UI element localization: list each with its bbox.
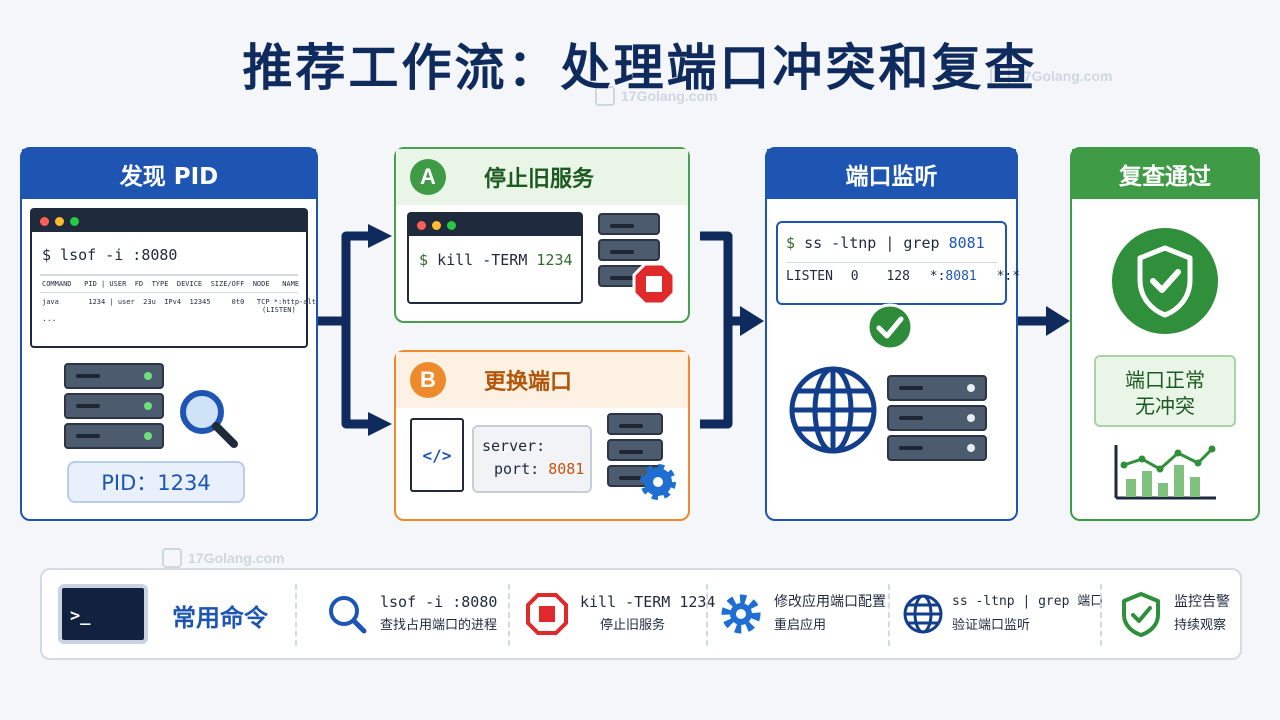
watermark: 17Golang.com — [162, 548, 284, 568]
step-discover-pid-header: 发现 PID — [22, 149, 316, 199]
terminal-titlebar — [409, 214, 581, 236]
lsof-command: $ lsof -i :8080 — [42, 246, 178, 264]
arrowhead — [1046, 306, 1070, 336]
legend-config-line1: 修改应用端口配置 — [774, 594, 886, 610]
ss-output-line: LISTEN 0 128 *:8081 *:* — [778, 263, 1020, 284]
kill-pid: 1234 — [536, 251, 573, 269]
gear-icon — [640, 464, 676, 500]
kill-prompt: $ — [419, 251, 429, 269]
page-title: 推荐工作流：处理端口冲突和复查 — [242, 39, 1038, 97]
kill-command-text: kill -TERM — [437, 251, 528, 269]
legend-divider — [888, 584, 890, 646]
ss-terminal: $ ss -ltnp | grep 8081 LISTEN 0 128 *:80… — [776, 221, 1020, 305]
legend-lsof-desc: 查找占用端口的进程 — [380, 618, 498, 633]
server-rack-icon — [64, 363, 164, 453]
config-key-server: server: — [482, 437, 546, 455]
lsof-ellipsis: ... — [42, 314, 57, 323]
step-port-listen-header: 端口监听 — [767, 149, 1016, 199]
legend-divider — [508, 584, 510, 646]
ss-command: $ ss -ltnp | grep 8081 — [778, 223, 1005, 252]
code-file-icon: </> — [410, 418, 464, 492]
legend-item-kill: kill -TERM 1234 停止旧服务 — [526, 570, 715, 658]
legend-divider — [1100, 584, 1102, 646]
ss-out-state: LISTEN — [786, 269, 833, 284]
arrowhead — [368, 224, 392, 248]
legend-kill-desc: 停止旧服务 — [600, 618, 666, 633]
legend-divider — [295, 584, 297, 646]
stop-icon — [526, 593, 568, 635]
status-ok-box: 端口正常 无冲突 — [1094, 355, 1236, 427]
step-b-header: B 更换端口 — [396, 352, 688, 408]
step-a-header: A 停止旧服务 — [396, 149, 688, 205]
legend-item-monitor: 监控告警 持续观察 — [1120, 570, 1230, 658]
shield-check-icon — [1122, 592, 1160, 637]
search-icon — [329, 596, 367, 634]
ss-command-text: ss -ltnp | grep — [804, 234, 940, 252]
common-commands-legend: >_ 常用命令 lsof -i :8080 查找占用端口的进程 kill -TE… — [40, 568, 1242, 660]
step-verified-header: 复查通过 — [1072, 149, 1258, 199]
kill-terminal: $ kill -TERM 1234 — [407, 212, 583, 304]
ss-out-recvq: 0 — [850, 269, 859, 284]
shield-check-icon — [1112, 228, 1218, 334]
legend-item-lsof: lsof -i :8080 查找占用端口的进程 — [326, 570, 497, 658]
terminal-titlebar — [32, 210, 306, 232]
pid-result-label: PID：1234 — [101, 471, 211, 495]
kill-command: $ kill -TERM 1234 — [409, 236, 581, 269]
ss-out-peer: *:* — [996, 269, 1021, 284]
ss-out-local-prefix: *: — [929, 269, 946, 284]
arrowhead — [740, 306, 764, 336]
legend-ss-cmd: ss -ltnp | grep 端口 — [952, 594, 1104, 609]
lsof-table-row: java 1234 | user 23u IPv4 12345 0t0 TCP … — [42, 298, 316, 306]
terminal-icon: >_ — [58, 584, 148, 644]
globe-icon — [903, 594, 943, 634]
globe-icon — [789, 366, 877, 454]
server-rack-icon — [887, 375, 987, 465]
status-ok-line1: 端口正常 — [1125, 368, 1205, 392]
ss-out-local-port: 8081 — [945, 269, 977, 284]
lsof-table-header: COMMAND PID | USER FD TYPE DEVICE SIZE/O… — [42, 280, 300, 288]
config-key-port: port: — [494, 460, 540, 478]
port-config-box: server: port: 8081 — [472, 425, 592, 493]
watermark-logo-icon — [162, 548, 182, 568]
step-a-badge: A — [410, 159, 446, 195]
legend-title: 常用命令 — [172, 604, 268, 632]
legend-monitor-line1: 监控告警 — [1174, 594, 1230, 610]
ss-out-sendq: 128 — [886, 269, 910, 284]
step-b-badge: B — [410, 362, 446, 398]
legend-item-config: 修改应用端口配置 重启应用 — [720, 570, 886, 658]
config-port-line: port: 8081 — [474, 455, 590, 478]
arrow-step1-split — [318, 231, 372, 429]
code-file-glyph: </> — [422, 445, 452, 465]
legend-lsof-cmd: lsof -i :8080 — [380, 593, 498, 611]
ss-port: 8081 — [948, 234, 985, 252]
step-b-title: 更换端口 — [484, 370, 573, 395]
magnifier-icon — [180, 390, 238, 448]
monitoring-chart-icon — [1114, 445, 1216, 500]
ss-out-local: *:8081 — [930, 269, 977, 284]
legend-kill-cmd: kill -TERM 1234 — [580, 593, 716, 611]
step-a-title: 停止旧服务 — [484, 167, 595, 192]
legend-ss-desc: 验证端口监听 — [952, 618, 1031, 633]
arrowhead — [368, 412, 392, 436]
lsof-table-row-tail: (LISTEN) — [262, 306, 296, 314]
ss-prompt: $ — [786, 234, 796, 252]
status-ok-line2: 无冲突 — [1135, 394, 1195, 418]
config-port-value: 8081 — [548, 460, 585, 478]
lsof-terminal: $ lsof -i :8080 COMMAND PID | USER FD TY… — [30, 208, 316, 348]
legend-divider — [706, 584, 708, 646]
legend-item-ss: ss -ltnp | grep 端口 验证端口监听 — [902, 570, 1103, 658]
arrow-merge — [700, 231, 744, 429]
gear-icon — [721, 594, 761, 634]
server-rack-icon — [598, 213, 660, 291]
check-circle-icon — [866, 303, 914, 351]
pid-result-box: PID：1234 — [67, 461, 245, 503]
watermark-text: 17Golang.com — [188, 550, 285, 566]
stop-icon — [632, 262, 676, 306]
legend-config-line2: 重启应用 — [774, 618, 827, 633]
legend-monitor-line2: 持续观察 — [1174, 618, 1227, 633]
